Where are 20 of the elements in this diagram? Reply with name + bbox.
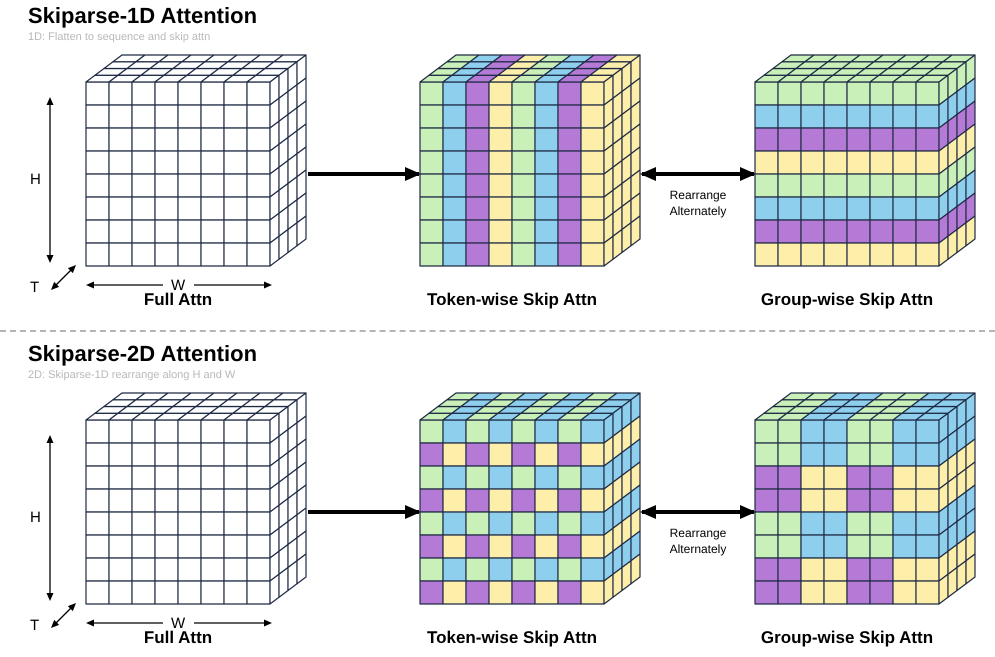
axis-label: W (171, 616, 186, 631)
arrow (640, 167, 756, 181)
axis-label: T (30, 280, 40, 295)
arrow (308, 167, 421, 181)
axis-label: T (30, 618, 40, 633)
section-subtitle: 1D: Flatten to sequence and skip attn (28, 31, 210, 43)
axis-label: H (30, 510, 41, 525)
section-subtitle: 2D: Skiparse-1D rearrange along H and W (28, 369, 236, 381)
cube-caption: Token-wise Skip Attn (426, 628, 598, 648)
section-heading: Skiparse-2D Attention (28, 342, 258, 366)
cube-caption: Full Attn (142, 628, 214, 648)
arrow (308, 505, 421, 519)
axis-label: W (171, 278, 186, 293)
cube-caption: Full Attn (142, 290, 214, 310)
cube-caption: Token-wise Skip Attn (426, 290, 598, 310)
arrow (640, 505, 756, 519)
axis-label: H (30, 172, 41, 187)
section-heading: Skiparse-1D Attention (28, 4, 258, 28)
cube-caption: Group-wise Skip Attn (760, 290, 934, 310)
cube-caption: Group-wise Skip Attn (760, 628, 934, 648)
